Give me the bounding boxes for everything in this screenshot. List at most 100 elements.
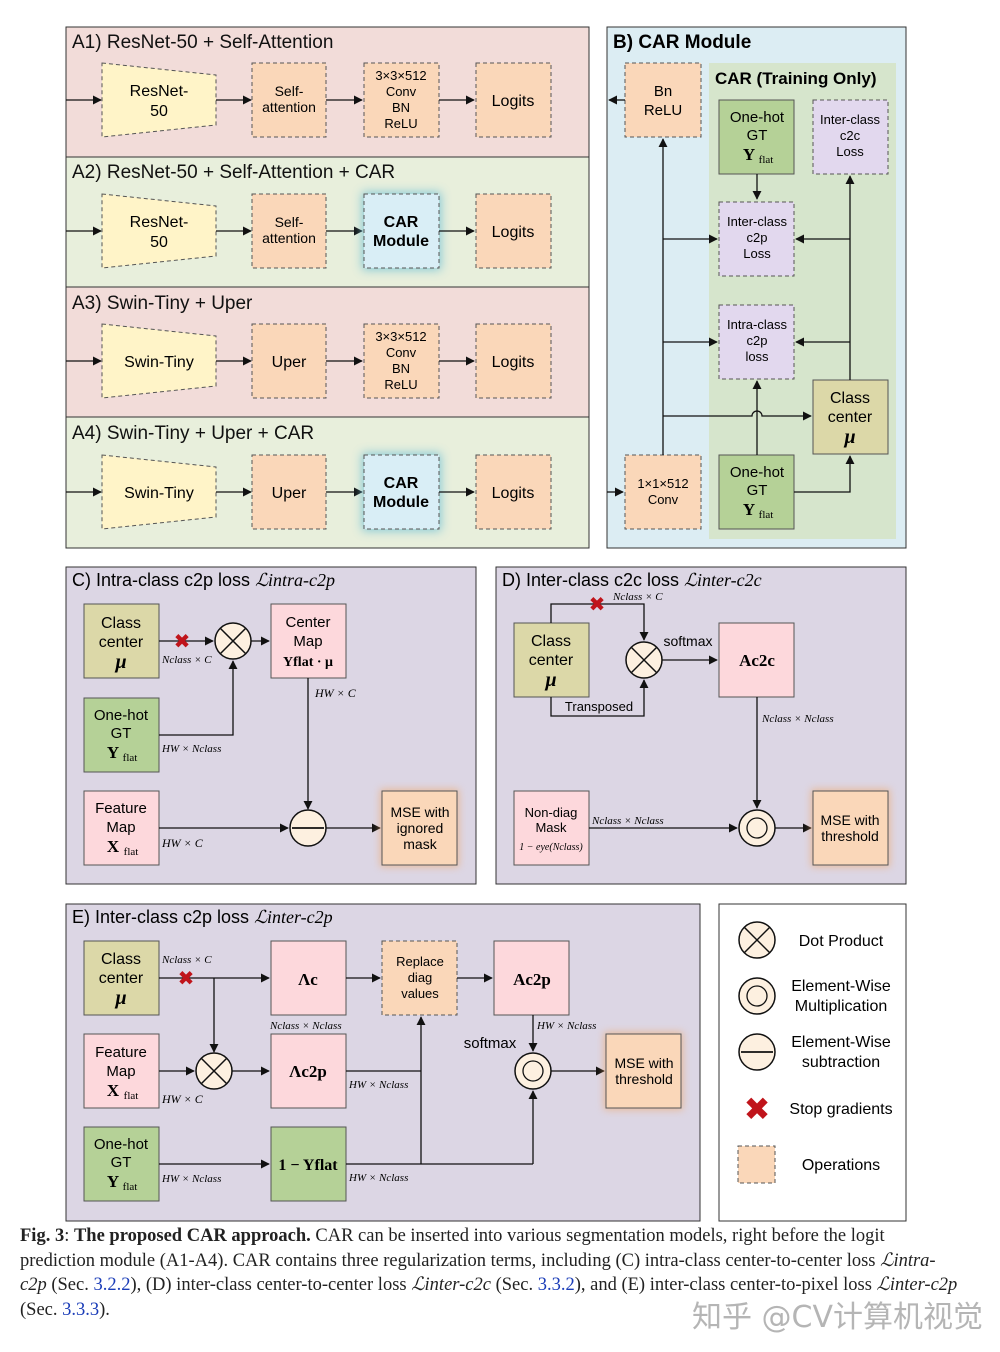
- legend-elementwise-mult: Element-Wise: [791, 978, 891, 995]
- onehot-label: flat: [123, 752, 138, 764]
- onehot-block: [83, 1126, 160, 1202]
- a-c2p-label: Ac2p: [513, 970, 551, 989]
- stop-gradient-icon: ✖: [174, 631, 191, 653]
- panel-c: C) Intra-class c2p loss ℒintra-c2p Class…: [65, 566, 477, 885]
- logits-label: Logits: [492, 93, 535, 110]
- dim-label: Nclass × C: [161, 954, 212, 966]
- d-math: ℒinter-c2c: [684, 570, 762, 590]
- figure-caption: Fig. 3: The proposed CAR approach. CAR c…: [20, 1224, 960, 1322]
- self-attention-label: Self-: [275, 83, 304, 99]
- dim-label: HW × Nclass: [161, 1173, 221, 1185]
- inter-c2c-loss-label: Inter-class: [820, 112, 880, 127]
- dim-label: HW × Nclass: [536, 1020, 596, 1032]
- caption-math: ℒintra-c2p: [20, 1250, 936, 1296]
- dim-label: Nclass × C: [612, 591, 663, 603]
- onehot-label: One-hot: [730, 109, 785, 126]
- legend: Dot Product Element-Wise Multiplication …: [718, 903, 907, 1222]
- caption-text: ).: [99, 1299, 110, 1320]
- class-center-label: μ: [114, 651, 126, 673]
- car-module-label: Module: [373, 494, 429, 511]
- logits-block: [475, 62, 552, 138]
- class-center-label: Class: [830, 390, 870, 407]
- resnet-label: ResNet-: [130, 83, 189, 100]
- onehot-block: [718, 454, 795, 530]
- c-title: C) Intra-class c2p loss ℒintra-c2p: [72, 570, 335, 590]
- inter-c2p-loss-label: Loss: [743, 246, 771, 261]
- caption-ref-link[interactable]: 3.2.2: [93, 1275, 131, 1295]
- class-center-block: [812, 379, 889, 455]
- conv-label: ReLU: [384, 377, 417, 392]
- mse-label: ignored: [397, 820, 444, 836]
- self-attention-label: Self-: [275, 214, 304, 230]
- mse-label: mask: [403, 836, 437, 852]
- class-center-label: Class: [101, 615, 141, 632]
- bn-relu-label: ReLU: [644, 102, 682, 119]
- center-map-label: Center: [285, 614, 330, 631]
- center-map-label: Yflat · μ: [283, 655, 333, 670]
- replace-diag-label: values: [401, 986, 439, 1001]
- car-module-label: CAR: [384, 214, 419, 231]
- class-center-block: [513, 622, 590, 698]
- legend-stop-gradients: Stop gradients: [789, 1101, 892, 1118]
- class-center-label: μ: [843, 426, 855, 448]
- caption-ref-link[interactable]: 3.3.2: [537, 1275, 575, 1295]
- conv-label: BN: [392, 100, 410, 115]
- inter-c2p-loss-label: c2p: [747, 230, 768, 245]
- onehot-label: GT: [111, 725, 132, 742]
- caption-ref-link[interactable]: 3.3.3: [62, 1299, 100, 1320]
- legend-elementwise-mult: Multiplication: [795, 998, 887, 1015]
- class-center-block: [83, 603, 160, 679]
- operations-icon: [737, 1145, 776, 1184]
- softmax-label: softmax: [464, 1035, 517, 1052]
- dim-label: Nclass × Nclass: [591, 815, 664, 827]
- car-module-label: CAR: [384, 475, 419, 492]
- caption-math: ℒinter-c2c: [411, 1275, 491, 1295]
- mse-threshold-block: [605, 1033, 682, 1109]
- dim-label: Nclass × Nclass: [761, 713, 834, 725]
- legend-elementwise-sub: subtraction: [802, 1054, 880, 1071]
- caption-text: (Sec.: [20, 1299, 63, 1320]
- class-center-label: μ: [544, 669, 556, 691]
- inter-c2c-loss-label: Loss: [836, 144, 864, 159]
- a3-row: Swin-Tiny Uper 3×3×512 Conv BN ReLU Logi…: [66, 323, 552, 399]
- stop-gradient-icon: ✖: [178, 968, 195, 990]
- uper-block: [251, 323, 327, 399]
- resnet-label: 50: [150, 234, 168, 251]
- swin-block: [101, 454, 217, 530]
- logits-label: Logits: [492, 354, 535, 371]
- a4-row: Swin-Tiny Uper CAR Module Logits: [66, 453, 552, 531]
- elementwise-mult-icon: [738, 977, 776, 1015]
- e-math: ℒinter-c2p: [254, 907, 333, 927]
- legend-elementwise-sub: Element-Wise: [791, 1034, 891, 1051]
- swin-label: Swin-Tiny: [124, 485, 194, 502]
- caption-text: ), and (E) inter-class center-to-pixel l…: [574, 1275, 877, 1295]
- panel-e: E) Inter-class c2p loss ℒinter-c2p Class…: [65, 903, 701, 1222]
- elementwise-mult-icon: [738, 809, 776, 847]
- bn-relu-label: Bn: [654, 83, 672, 100]
- one-minus-y-label: 1 − Yflat: [278, 1157, 338, 1174]
- class-center-label: center: [99, 970, 144, 987]
- feature-map-block: [83, 790, 160, 866]
- swin-label: Swin-Tiny: [124, 354, 194, 371]
- feature-map-label: flat: [124, 1090, 139, 1102]
- elementwise-mult-icon: [514, 1052, 552, 1090]
- onehot-label: One-hot: [94, 1136, 149, 1153]
- class-center-label: center: [529, 652, 574, 669]
- stop-gradient-icon: ✖: [744, 1091, 771, 1127]
- resnet-block: [101, 62, 217, 138]
- conv1x1-label: 1×1×512: [637, 476, 688, 491]
- a1-title: A1) ResNet-50 + Self-Attention: [72, 32, 333, 53]
- dim-label: HW × Nclass: [161, 743, 221, 755]
- transposed-label: Transposed: [565, 699, 633, 714]
- caption-math: ℒinter-c2p: [876, 1275, 958, 1295]
- dim-label: HW × C: [161, 1092, 204, 1106]
- intra-c2p-loss-label: Intra-class: [727, 317, 787, 332]
- e-title: E) Inter-class c2p loss ℒinter-c2p: [72, 907, 333, 927]
- onehot-label: flat: [123, 1181, 138, 1193]
- mse-label: threshold: [615, 1071, 673, 1087]
- feature-map-label: Feature: [95, 1044, 147, 1061]
- feature-map-label: Feature: [95, 800, 147, 817]
- self-attention-block: [251, 193, 327, 269]
- lambda-c-label: Λc: [298, 970, 318, 989]
- car-module-label: Module: [373, 233, 429, 250]
